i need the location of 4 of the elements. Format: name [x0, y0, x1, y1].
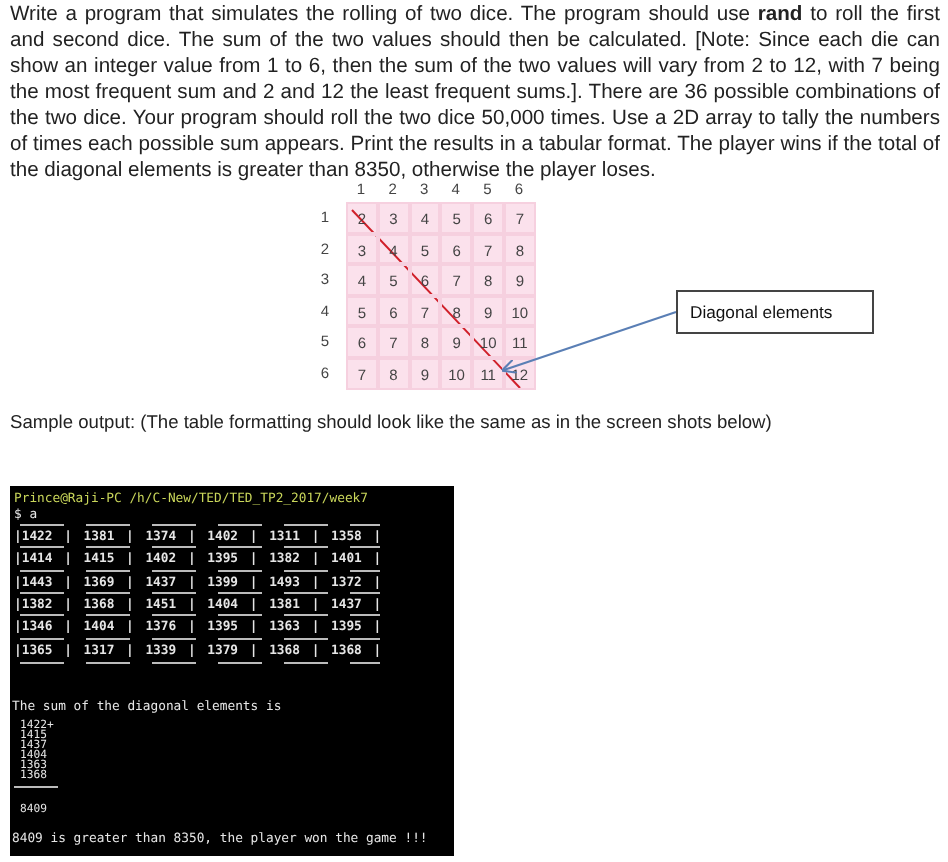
leader-arrow — [500, 311, 677, 374]
callout-box: Diagonal elements — [676, 290, 874, 334]
sample-output-caption: Sample output: (The table formatting should look like the same as in the screen shots below) — [10, 412, 772, 432]
instruction-paragraph: Write a program that simulates the rolling of two dice. The program should use rand to roll the first and second dice. The sum of the two values should then be calculated. [Note: Since each die can show an integer value from 1 to 6, then the sum of the two values will vary from 2 to 12, with 7 being the most frequent sum and 2 and 12 the least frequent sums.]. There are 36 possible combinations of the two dice. Your program should roll the two dice 50,000 times. Use a 2D array to tally the numbers of times each possible sum appears. Print the results in a tabular format. The player wins if the total of the diagonal elements is greater than 8350, otherwise the player loses. — [10, 2, 940, 183]
